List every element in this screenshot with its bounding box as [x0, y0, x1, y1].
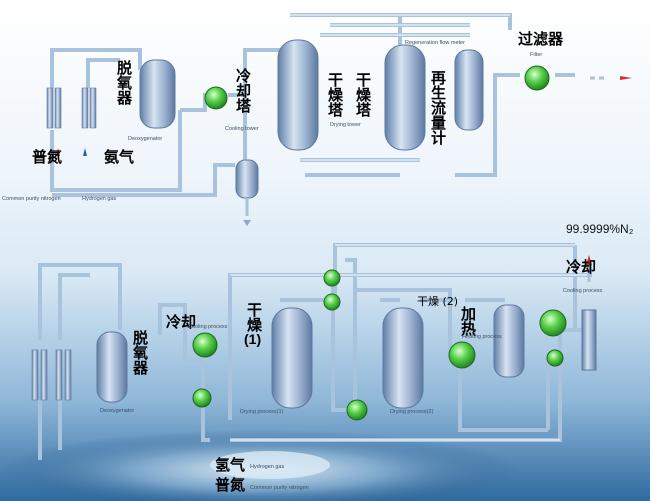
bottom-label-hydrogen-en: Hydrogen gas	[250, 464, 284, 470]
bottom-valve-cooling[interactable]	[192, 332, 218, 358]
purity-label: 99.9999%N₂	[566, 222, 634, 236]
bottom-label-cooling-en-2: Cooling process	[563, 288, 603, 294]
top-drying-tower	[384, 44, 426, 151]
bottom-label-cooling-zh-2: 冷却	[566, 258, 596, 276]
bottom-label-common-nitrogen-zh: 普氮	[215, 476, 245, 494]
bottom-label-heating-en: Heating process	[462, 334, 502, 340]
top-label-drying-tower-en: Drying tower	[330, 122, 361, 128]
bottom-label-drying1-zh: 干燥	[245, 302, 263, 333]
bottom-valves	[192, 269, 567, 421]
top-gas-cylinders	[46, 87, 97, 156]
top-label-cooling-tower-en: Cooling tower	[225, 126, 259, 132]
bottom-drying-column-2	[382, 307, 424, 409]
bottom-valve-top-2[interactable]	[323, 293, 341, 311]
bottom-label-common-nitrogen-en: Common purity nitrogen	[250, 485, 309, 491]
top-label-deoxygenator-en: Deoxygenator	[128, 136, 162, 142]
bottom-drying-column-1	[271, 307, 313, 409]
top-label-common-nitrogen-en: Common purity nitrogen	[2, 196, 61, 202]
bottom-cooler	[581, 309, 597, 371]
bottom-valve-small[interactable]	[546, 349, 564, 367]
bottom-label-heating-zh: 加热	[459, 306, 477, 337]
output-arrow	[620, 76, 632, 80]
bottom-gas-cylinders	[31, 349, 72, 401]
top-label-hydrogen-en: Hydrogen gas	[82, 196, 116, 202]
bottom-label-cooling-en: Cooling process	[188, 324, 228, 330]
bottom-valve-mid[interactable]	[346, 399, 368, 421]
top-label-regeneration-zh: 再生流量计	[429, 70, 447, 146]
top-label-cooling-tower-zh: 冷却塔	[234, 67, 252, 114]
top-valve-cooling[interactable]	[204, 86, 228, 110]
bottom-label-hydrogen-zh: 氢气	[215, 456, 245, 474]
top-label-regeneration-en: Regeneration flow meter	[405, 40, 465, 46]
top-label-drying-tower-zh-1: 干燥塔	[326, 72, 344, 118]
top-cooling-tower	[277, 39, 319, 151]
top-label-deoxygenator-zh: 脱氧器	[115, 59, 133, 106]
top-regeneration-vessel	[454, 49, 484, 131]
top-label-hydrogen-zh: 氨气	[104, 148, 134, 166]
bottom-label-drying1-en: Drying process(1)	[240, 409, 284, 415]
top-separator	[235, 159, 259, 199]
top-label-filter-en: Filter	[530, 52, 542, 58]
top-label-filter-zh: 过滤器	[518, 30, 564, 48]
purity-arrow	[586, 255, 592, 265]
bottom-label-deoxygenator-zh: 脱氧器	[131, 329, 149, 376]
bottom-label-drying2-en: Drying process(2)	[390, 409, 434, 415]
bottom-label-drying1-num: (1)	[244, 331, 261, 347]
bottom-valve-top-1[interactable]	[323, 269, 341, 287]
bottom-deoxygenator	[96, 331, 128, 403]
top-deoxygenator	[139, 59, 176, 129]
bottom-label-deoxygenator-en: Deoxygenator	[100, 408, 134, 414]
bottom-label-drying2: 干燥 (2)	[417, 295, 458, 308]
bottom-valve-cooling-2[interactable]	[539, 309, 567, 337]
top-label-drying-tower-zh-2: 干燥塔	[354, 72, 372, 118]
top-label-common-nitrogen-zh: 普氮	[32, 148, 62, 166]
bottom-valve-heating[interactable]	[448, 341, 476, 369]
bottom-valve-lower[interactable]	[192, 388, 212, 408]
top-valve-filter[interactable]	[524, 65, 550, 91]
bottom-label-cooling-zh: 冷却	[166, 313, 196, 331]
bottom-heating-vessel	[493, 304, 525, 378]
